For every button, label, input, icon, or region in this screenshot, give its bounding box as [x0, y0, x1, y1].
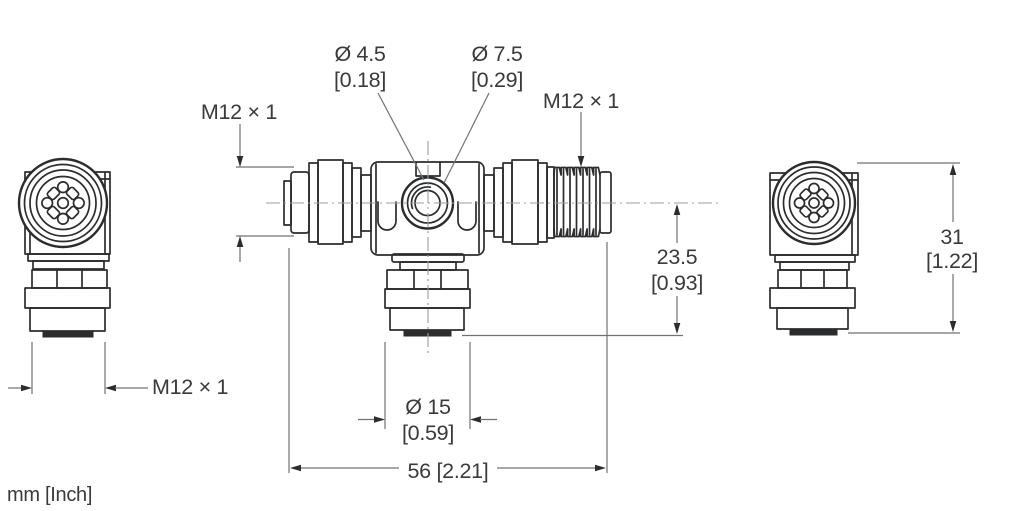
dim-side-height-31: 31 [1.22]: [848, 162, 978, 334]
label-body-diameter-mm: Ø 15: [405, 395, 451, 419]
dim-counterbore-diameter: Ø 7.5 [0.29]: [443, 42, 523, 184]
cable-ring: [789, 328, 838, 336]
lower-body: [389, 307, 465, 331]
male-arm-right: [483, 159, 612, 245]
units-label: mm [Inch]: [7, 484, 92, 506]
t-piece-view: [283, 159, 612, 337]
dim-thread-left-m12: M12 × 1: [201, 100, 294, 262]
label-side-height-inch: [1.22]: [926, 249, 978, 273]
label-counterbore-mm: Ø 7.5: [471, 42, 522, 66]
slot-right: [457, 201, 477, 231]
male-thread: [553, 166, 601, 238]
cable-ring: [42, 330, 94, 338]
dim-thread-bottom-m12: M12 × 1: [8, 342, 228, 399]
contact-pins: [793, 182, 835, 224]
hex-collar: [777, 269, 848, 289]
female-arm-left: [283, 159, 372, 245]
label-side-height-mm: 31: [940, 225, 963, 249]
label-hole-diameter-mm: Ø 4.5: [334, 42, 385, 66]
label-thread-left: M12 × 1: [201, 100, 277, 124]
dim-thread-right-m12: M12 × 1: [543, 89, 619, 167]
hex-collar: [31, 269, 108, 289]
slot-left: [377, 201, 397, 231]
coupling-face-outer: [771, 160, 857, 246]
knurled-nut: [317, 159, 344, 245]
contact-pins: [41, 181, 85, 225]
label-body-diameter-inch: [0.59]: [402, 421, 454, 445]
dim-center-height-23-5: 23.5 [0.93]: [462, 204, 703, 337]
insert-face: [35, 175, 91, 231]
label-center-height-mm: 23.5: [657, 245, 698, 269]
dim-hole-diameter: Ø 4.5 [0.18]: [334, 42, 425, 181]
lower-body: [776, 307, 849, 330]
label-hole-diameter-inch: [0.18]: [334, 68, 386, 92]
front-view-left-connector: [17, 157, 111, 338]
insert-face: [788, 177, 840, 229]
label-center-height-inch: [0.93]: [651, 271, 703, 295]
label-overall-length: 56 [2.21]: [408, 459, 489, 483]
knurled-nut: [769, 287, 856, 309]
label-counterbore-inch: [0.29]: [471, 68, 523, 92]
side-view-right-connector: [769, 160, 859, 336]
knurled-nut: [511, 159, 539, 245]
label-thread-bottom: M12 × 1: [152, 375, 228, 399]
dim-overall-length-56: 56 [2.21]: [288, 242, 608, 483]
coupling-face-outer: [17, 157, 109, 249]
knurled-nut: [24, 287, 111, 309]
label-thread-right: M12 × 1: [543, 89, 619, 113]
dim-body-diameter-15: Ø 15 [0.59]: [358, 342, 497, 445]
lower-body: [29, 307, 106, 332]
